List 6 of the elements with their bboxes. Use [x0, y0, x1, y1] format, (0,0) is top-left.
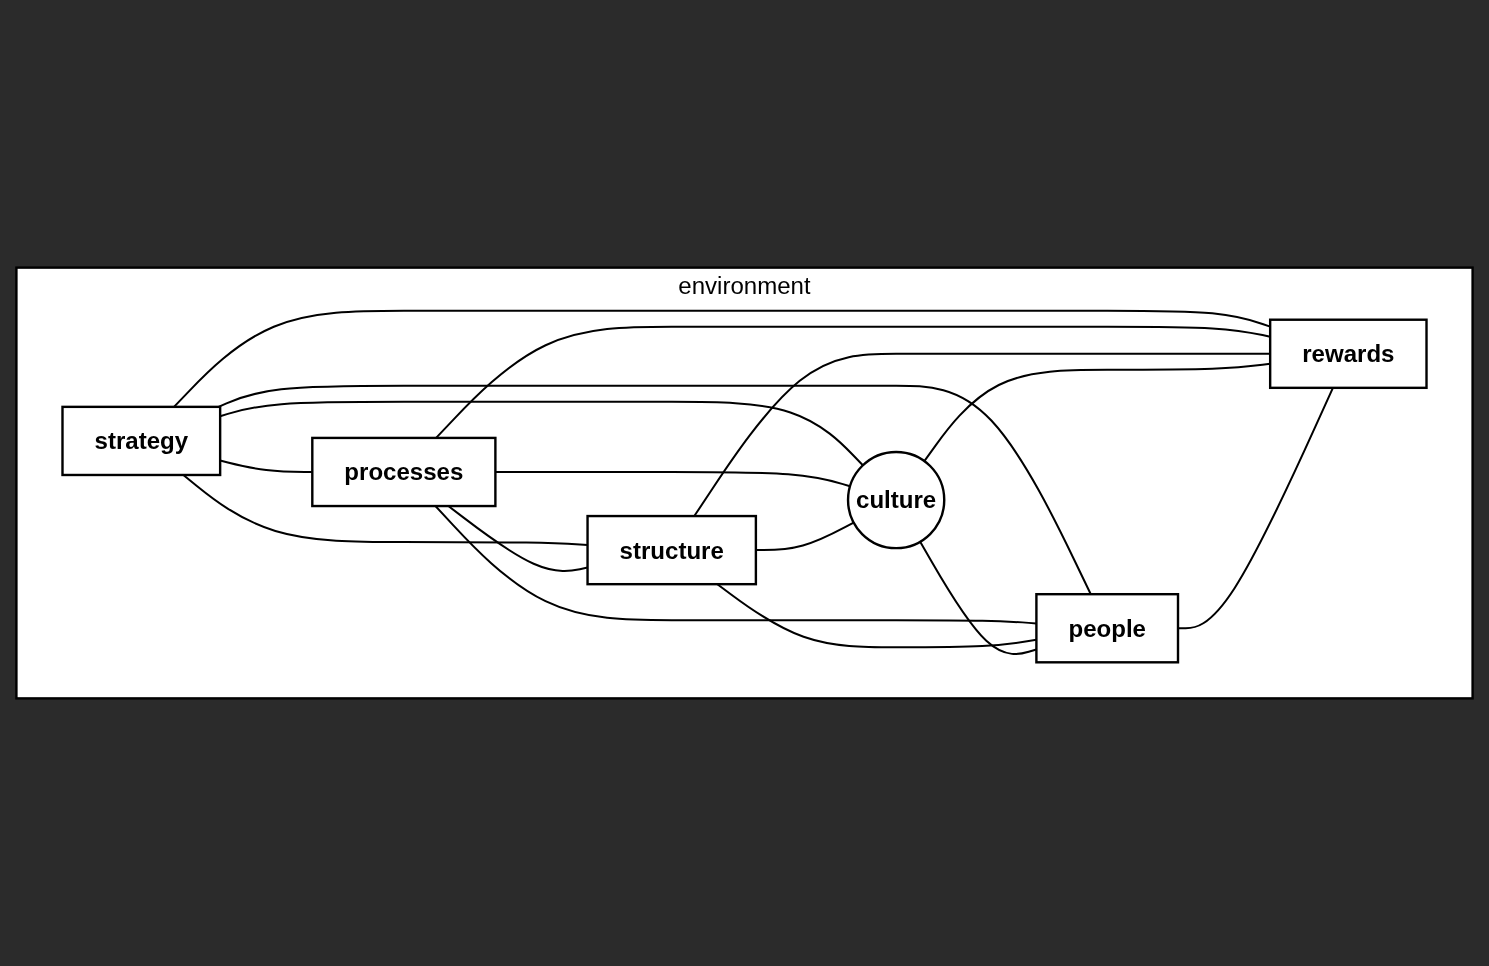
node-box: processes [311, 436, 497, 508]
node-box: strategy [61, 405, 222, 477]
node-box: people [1035, 593, 1180, 664]
node-circle: culture [846, 450, 946, 550]
node-box: structure [586, 514, 758, 586]
node-box: rewards [1268, 318, 1428, 390]
